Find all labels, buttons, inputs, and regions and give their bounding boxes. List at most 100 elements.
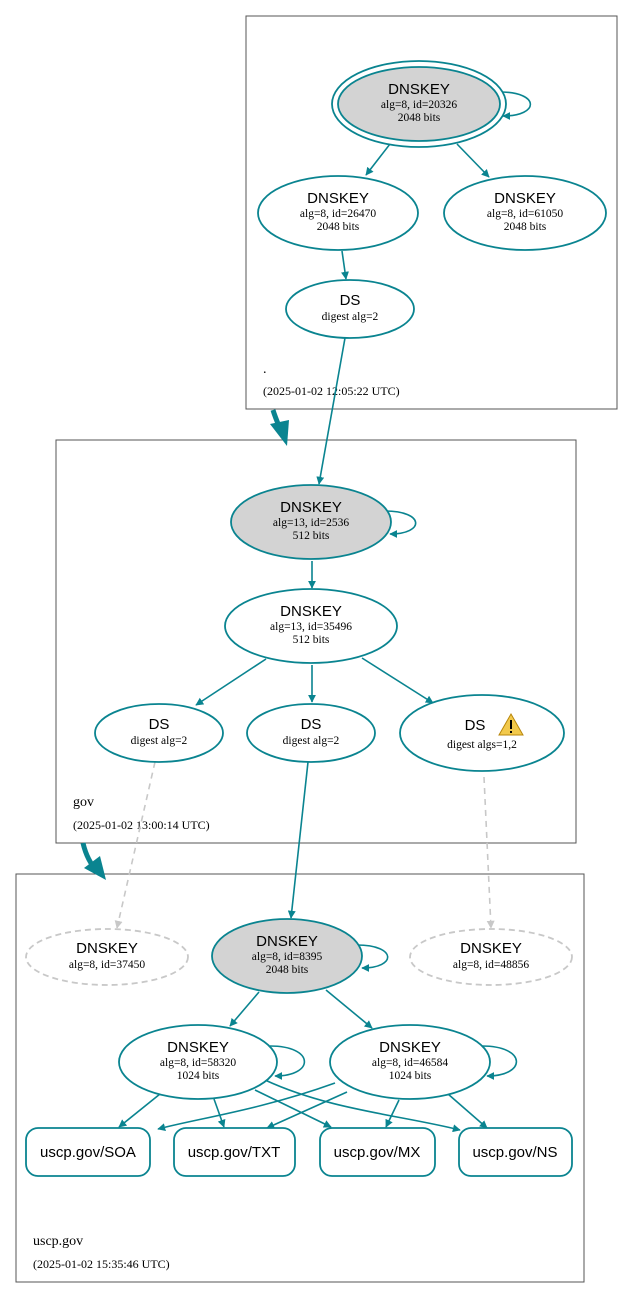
edge-zsk2-soa bbox=[157, 1082, 336, 1132]
node-root-ksk-line2: 2048 bits bbox=[398, 112, 441, 124]
zone-uscp-label: uscp.gov bbox=[33, 1234, 83, 1249]
node-uscp-ksk-line1: alg=8, id=8395 bbox=[252, 951, 323, 963]
node-gov-ds1-title: DS bbox=[149, 716, 170, 733]
node-root-ksk[interactable]: DNSKEY alg=8, id=20326 2048 bits bbox=[331, 60, 507, 148]
rrset-ns-label: uscp.gov/NS bbox=[472, 1144, 557, 1161]
node-uscp-zsk1[interactable]: DNSKEY alg=8, id=58320 1024 bits bbox=[118, 1024, 278, 1100]
zone-root-label: . bbox=[263, 362, 267, 377]
rrset-txt[interactable]: uscp.gov/TXT bbox=[173, 1127, 296, 1177]
edge-gov-zsk-ds1 bbox=[195, 658, 267, 706]
zone-uscp-timestamp: (2025-01-02 15:35:46 UTC) bbox=[33, 1257, 170, 1271]
zone-root-timestamp: (2025-01-02 12:05:22 UTC) bbox=[263, 384, 400, 398]
node-uscp-zsk2[interactable]: DNSKEY alg=8, id=46584 1024 bits bbox=[329, 1024, 491, 1100]
node-root-ksk-line1: alg=8, id=20326 bbox=[381, 99, 457, 111]
node-uscp-missing1[interactable]: DNSKEY alg=8, id=37450 bbox=[25, 928, 189, 986]
rrset-soa-label: uscp.gov/SOA bbox=[40, 1144, 136, 1161]
zone-root: . (2025-01-02 12:05:22 UTC) bbox=[245, 15, 618, 410]
node-gov-ds2[interactable]: DS digest alg=2 bbox=[246, 703, 376, 763]
node-uscp-missing2-shape bbox=[409, 928, 573, 986]
node-gov-zsk[interactable]: DNSKEY alg=13, id=35496 512 bits bbox=[224, 588, 398, 664]
zone-uscp-box bbox=[15, 873, 585, 1283]
rrset-soa[interactable]: uscp.gov/SOA bbox=[25, 1127, 151, 1177]
edge-gov-ksk-self bbox=[384, 510, 417, 538]
node-gov-ds2-title: DS bbox=[301, 716, 322, 733]
rrset-ns-shape bbox=[458, 1127, 573, 1177]
node-uscp-zsk1-line1: alg=8, id=58320 bbox=[160, 1057, 236, 1069]
zone-uscp: uscp.gov (2025-01-02 15:35:46 UTC) bbox=[15, 873, 585, 1283]
rrset-ns[interactable]: uscp.gov/NS bbox=[458, 1127, 573, 1177]
node-uscp-missing2[interactable]: DNSKEY alg=8, id=48856 bbox=[409, 928, 573, 986]
warning-icon bbox=[498, 712, 524, 736]
node-gov-ksk-title: DNSKEY bbox=[280, 499, 342, 516]
delegation-gov-uscp-head bbox=[84, 856, 106, 880]
node-gov-ds1-shape bbox=[94, 703, 224, 763]
edge-uscp-ksk-zsk2 bbox=[325, 989, 373, 1029]
node-root-zsk2-line1: alg=8, id=61050 bbox=[487, 208, 563, 220]
node-uscp-ksk-shape bbox=[211, 918, 363, 994]
node-uscp-zsk1-line2: 1024 bits bbox=[177, 1070, 220, 1082]
node-root-zsk1-line1: alg=8, id=26470 bbox=[300, 208, 376, 220]
node-uscp-zsk2-title: DNSKEY bbox=[379, 1039, 441, 1056]
node-gov-ds1[interactable]: DS digest alg=2 bbox=[94, 703, 224, 763]
node-uscp-ksk-line2: 2048 bits bbox=[266, 964, 309, 976]
edge-gov-zsk-ds3 bbox=[361, 657, 434, 704]
node-uscp-zsk2-shape bbox=[329, 1024, 491, 1100]
rrset-txt-label: uscp.gov/TXT bbox=[188, 1144, 281, 1161]
node-gov-ksk[interactable]: DNSKEY alg=13, id=2536 512 bits bbox=[230, 484, 392, 560]
edge-root-ksk-self bbox=[499, 91, 532, 120]
node-gov-ds2-line1: digest alg=2 bbox=[283, 735, 340, 747]
edge-uscp-ksk-zsk1 bbox=[229, 991, 260, 1027]
node-root-ksk-shape bbox=[337, 66, 501, 142]
rrset-txt-shape bbox=[173, 1127, 296, 1177]
node-root-zsk1-title: DNSKEY bbox=[307, 190, 369, 207]
node-root-ds[interactable]: DS digest alg=2 bbox=[285, 279, 415, 339]
rrset-mx[interactable]: uscp.gov/MX bbox=[319, 1127, 436, 1177]
node-gov-ds3-line1: digest algs=1,2 bbox=[447, 739, 517, 751]
node-gov-ksk-shape bbox=[230, 484, 392, 560]
rrset-mx-label: uscp.gov/MX bbox=[334, 1144, 421, 1161]
edge-gov-ds1-missing1 bbox=[114, 761, 156, 929]
node-uscp-missing2-line1: alg=8, id=48856 bbox=[453, 959, 529, 971]
edge-zsk1-ns bbox=[264, 1079, 461, 1133]
node-uscp-ksk-title: DNSKEY bbox=[256, 933, 318, 950]
rrset-mx-shape bbox=[319, 1127, 436, 1177]
node-uscp-missing1-title: DNSKEY bbox=[76, 940, 138, 957]
edges-root bbox=[316, 91, 532, 485]
node-uscp-zsk1-title: DNSKEY bbox=[167, 1039, 229, 1056]
node-root-ksk-title: DNSKEY bbox=[388, 81, 450, 98]
node-root-ds-title: DS bbox=[340, 292, 361, 309]
node-uscp-missing2-title: DNSKEY bbox=[460, 940, 522, 957]
node-root-zsk1[interactable]: DNSKEY alg=8, id=26470 2048 bits bbox=[257, 175, 419, 251]
edge-zsk1-mx bbox=[254, 1089, 332, 1128]
node-gov-ksk-line2: 512 bits bbox=[293, 530, 330, 542]
edges-uscp bbox=[118, 944, 518, 1133]
node-gov-ds3[interactable]: DS digest algs=1,2 bbox=[399, 694, 565, 772]
edge-root-ds-gov-ksk bbox=[316, 337, 346, 485]
zone-gov: gov (2025-01-02 13:00:14 UTC) bbox=[55, 439, 577, 844]
node-gov-zsk-title: DNSKEY bbox=[280, 603, 342, 620]
node-gov-zsk-line1: alg=13, id=35496 bbox=[270, 621, 352, 633]
edge-root-zsk1-ds bbox=[341, 250, 349, 280]
edge-gov-ds3-missing2 bbox=[483, 776, 495, 929]
delegation-root-gov-head bbox=[270, 420, 289, 446]
zone-gov-label: gov bbox=[73, 795, 94, 810]
rrset-soa-shape bbox=[25, 1127, 151, 1177]
node-root-zsk2-title: DNSKEY bbox=[494, 190, 556, 207]
node-gov-ksk-line1: alg=13, id=2536 bbox=[273, 517, 349, 529]
node-uscp-missing1-line1: alg=8, id=37450 bbox=[69, 959, 145, 971]
edge-root-ksk-zsk2 bbox=[456, 143, 490, 178]
node-uscp-ksk[interactable]: DNSKEY alg=8, id=8395 2048 bits bbox=[211, 918, 363, 994]
node-gov-zsk-line2: 512 bits bbox=[293, 634, 330, 646]
node-root-zsk2-line2: 2048 bits bbox=[504, 221, 547, 233]
zone-gov-box bbox=[55, 439, 577, 844]
edge-zsk2-mx bbox=[385, 1099, 400, 1128]
edge-zsk2-ns bbox=[447, 1093, 488, 1129]
zone-root-box bbox=[245, 15, 618, 410]
edge-zsk2-txt bbox=[266, 1091, 348, 1129]
edges-gov bbox=[114, 510, 495, 929]
node-root-zsk2[interactable]: DNSKEY alg=8, id=61050 2048 bits bbox=[443, 175, 607, 251]
edge-gov-ds2-uscp-ksk bbox=[287, 761, 309, 919]
edge-uscp-ksk-self bbox=[356, 944, 389, 972]
node-uscp-zsk2-line1: alg=8, id=46584 bbox=[372, 1057, 448, 1069]
zone-gov-timestamp: (2025-01-02 13:00:14 UTC) bbox=[73, 818, 210, 832]
